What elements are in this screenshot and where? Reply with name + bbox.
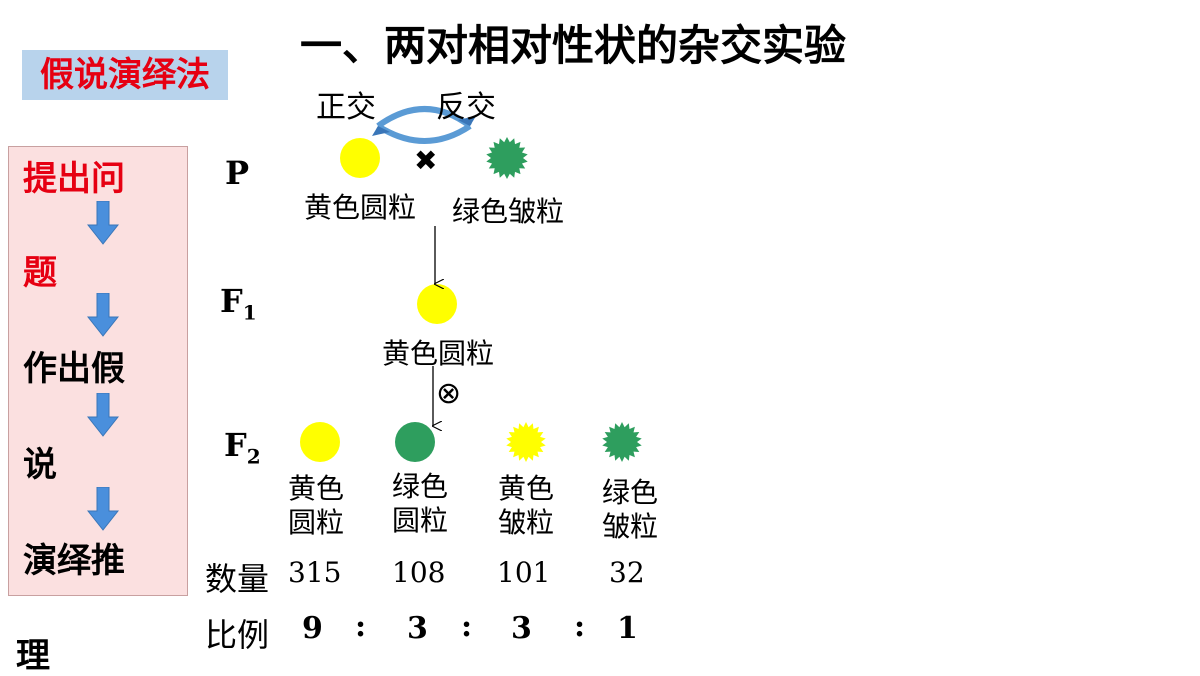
- step-text: 说: [23, 445, 57, 485]
- ratio-row-label: 比例: [205, 616, 270, 654]
- method-label: 假说演绎法: [22, 50, 228, 100]
- f2-phenotype-label: 绿色皱粒: [601, 476, 658, 543]
- ratio-value: 3: [407, 611, 428, 646]
- step-text: 作出假: [23, 349, 125, 389]
- f2-seed-icon: [300, 422, 340, 462]
- ratio-value: 9: [302, 611, 323, 646]
- ratio-separator: :: [461, 609, 473, 644]
- count-value: 101: [497, 556, 551, 589]
- cross-icon: ✖: [414, 144, 438, 177]
- reciprocal-arrow-icon: [372, 106, 476, 144]
- forward-cross-label: 正交: [316, 90, 376, 125]
- parent-label: 黄色圆粒: [304, 191, 417, 224]
- step-text: 提出问: [23, 159, 125, 199]
- ratio-value: 1: [617, 611, 638, 646]
- self-cross-icon: ⊗: [436, 376, 462, 411]
- parent-label: 绿色皱粒: [452, 195, 565, 228]
- count-value: 108: [392, 556, 446, 589]
- parent-seed-icon: [340, 138, 380, 178]
- f2-seed-icon: [506, 422, 546, 462]
- down-arrow-icon: [87, 393, 119, 437]
- ratio-value: 3: [511, 611, 532, 646]
- down-arrow-icon: [87, 293, 119, 337]
- f2-phenotype-label: 黄色圆粒: [287, 472, 344, 539]
- generation-p: P: [225, 154, 250, 192]
- f1-label: 黄色圆粒: [382, 337, 495, 370]
- count-value: 32: [609, 556, 645, 589]
- f2-phenotype-label: 黄色皱粒: [497, 472, 554, 539]
- down-arrow-icon: [87, 487, 119, 531]
- page-title: 一、两对相对性状的杂交实验: [300, 21, 847, 70]
- down-arrow-icon: [87, 201, 119, 245]
- count-row-label: 数量: [205, 560, 270, 598]
- parent-seed-icon: [486, 137, 528, 179]
- ratio-separator: :: [574, 609, 586, 644]
- f2-seed-icon: [395, 422, 435, 462]
- generation-f2: F2: [224, 426, 261, 469]
- step-text: 理: [16, 636, 50, 676]
- generation-f1: F1: [220, 282, 257, 325]
- count-value: 315: [288, 556, 342, 589]
- f1-seed-icon: [417, 284, 457, 324]
- f2-phenotype-label: 绿色圆粒: [391, 470, 448, 537]
- step-text: 演绎推: [23, 541, 125, 581]
- reverse-cross-label: 反交: [436, 90, 496, 125]
- f2-seed-icon: [602, 422, 642, 462]
- ratio-separator: :: [355, 609, 367, 644]
- steps-panel: 提出问 题 作出假 说 演绎推: [8, 146, 188, 596]
- step-text: 题: [23, 253, 57, 293]
